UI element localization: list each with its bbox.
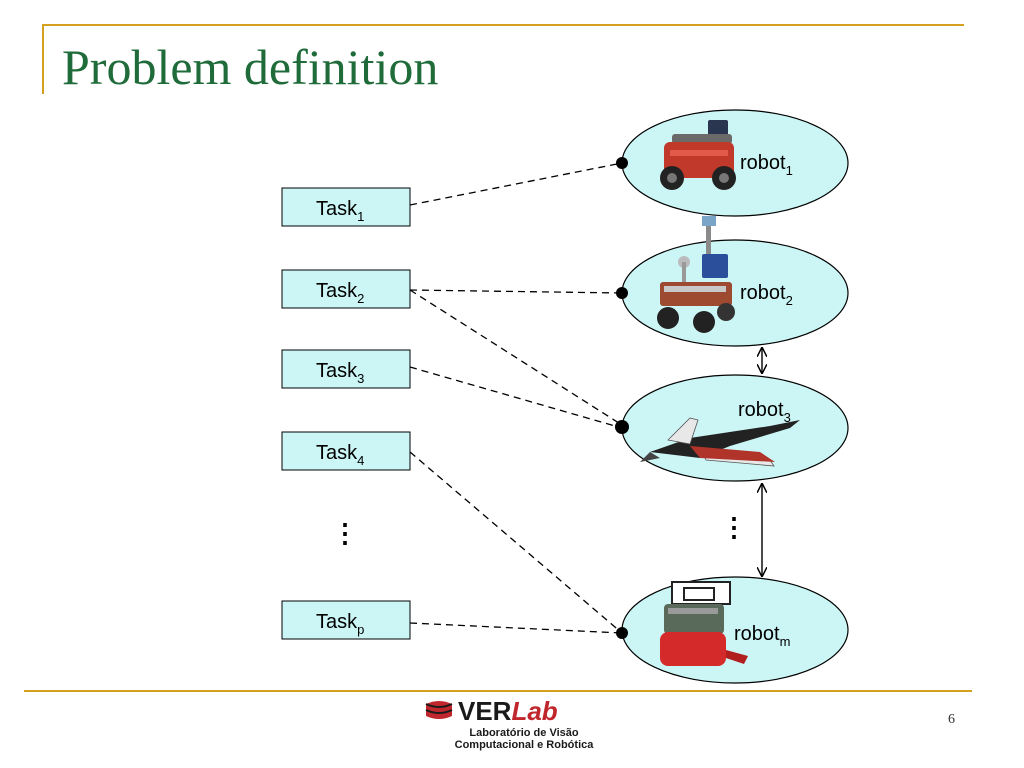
- assignment-links: [409, 162, 623, 634]
- robot-node-3: [621, 374, 849, 482]
- logo-subtitle-line2: Computacional e Robótica: [454, 739, 594, 751]
- small-mobile-robot-icon: [660, 581, 748, 666]
- task-box-4: [281, 431, 411, 471]
- robot-node-2: [621, 239, 849, 347]
- logo-wordmark: VERLab: [458, 696, 558, 726]
- verlab-logo: VERLab Laboratório de Visão Computaciona…: [424, 696, 624, 756]
- task-label-2: Task2: [316, 280, 364, 306]
- link-dot-robotm: [616, 627, 628, 639]
- top-rule: [42, 24, 964, 26]
- link-task3-robot3: [409, 366, 623, 429]
- task-box-2: [281, 269, 411, 309]
- link-dot-robot3: [615, 420, 629, 434]
- link-task2-robot2: [409, 289, 623, 294]
- task-box-1: [281, 187, 411, 227]
- link-task2-robot3: [409, 289, 623, 426]
- task-label-1: Task1: [316, 198, 364, 224]
- task-label-p: Taskp: [316, 611, 364, 637]
- link-dot-robot1: [616, 157, 628, 169]
- logo-subtitle-line1: Laboratório de Visão: [469, 727, 579, 739]
- link-task1-robot1: [409, 162, 623, 206]
- task-box-p: [281, 600, 411, 640]
- task-label-3: Task3: [316, 360, 364, 386]
- slide-title: Problem definition: [62, 39, 439, 95]
- left-rule: [42, 24, 44, 94]
- link-dot-robot2: [616, 287, 628, 299]
- task-label-4: Task4: [316, 442, 364, 468]
- robot-label-1: robot1: [740, 152, 793, 178]
- task-allocation-diagram: robot1 robot2 robot3 robotm Task1 Task2 …: [281, 109, 849, 684]
- robot-ellipsis: ⋮: [721, 512, 747, 542]
- database-stack-icon: [425, 701, 453, 719]
- link-taskp-robotm: [409, 622, 623, 634]
- robot-label-2: robot2: [740, 282, 793, 308]
- red-wheeled-robot-icon: [660, 120, 736, 190]
- task-ellipsis: ⋮: [332, 518, 358, 548]
- robot-node-1: [621, 109, 849, 217]
- link-task4-robotm: [409, 451, 623, 634]
- robot-label-3: robot3: [738, 399, 791, 425]
- bottom-rule: [24, 690, 972, 692]
- task-box-3: [281, 349, 411, 389]
- robot-label-m: robotm: [734, 623, 790, 649]
- page-number: 6: [948, 712, 955, 727]
- wheeled-robot-with-camera-icon: [657, 216, 735, 333]
- uav-airplane-icon: [640, 417, 800, 467]
